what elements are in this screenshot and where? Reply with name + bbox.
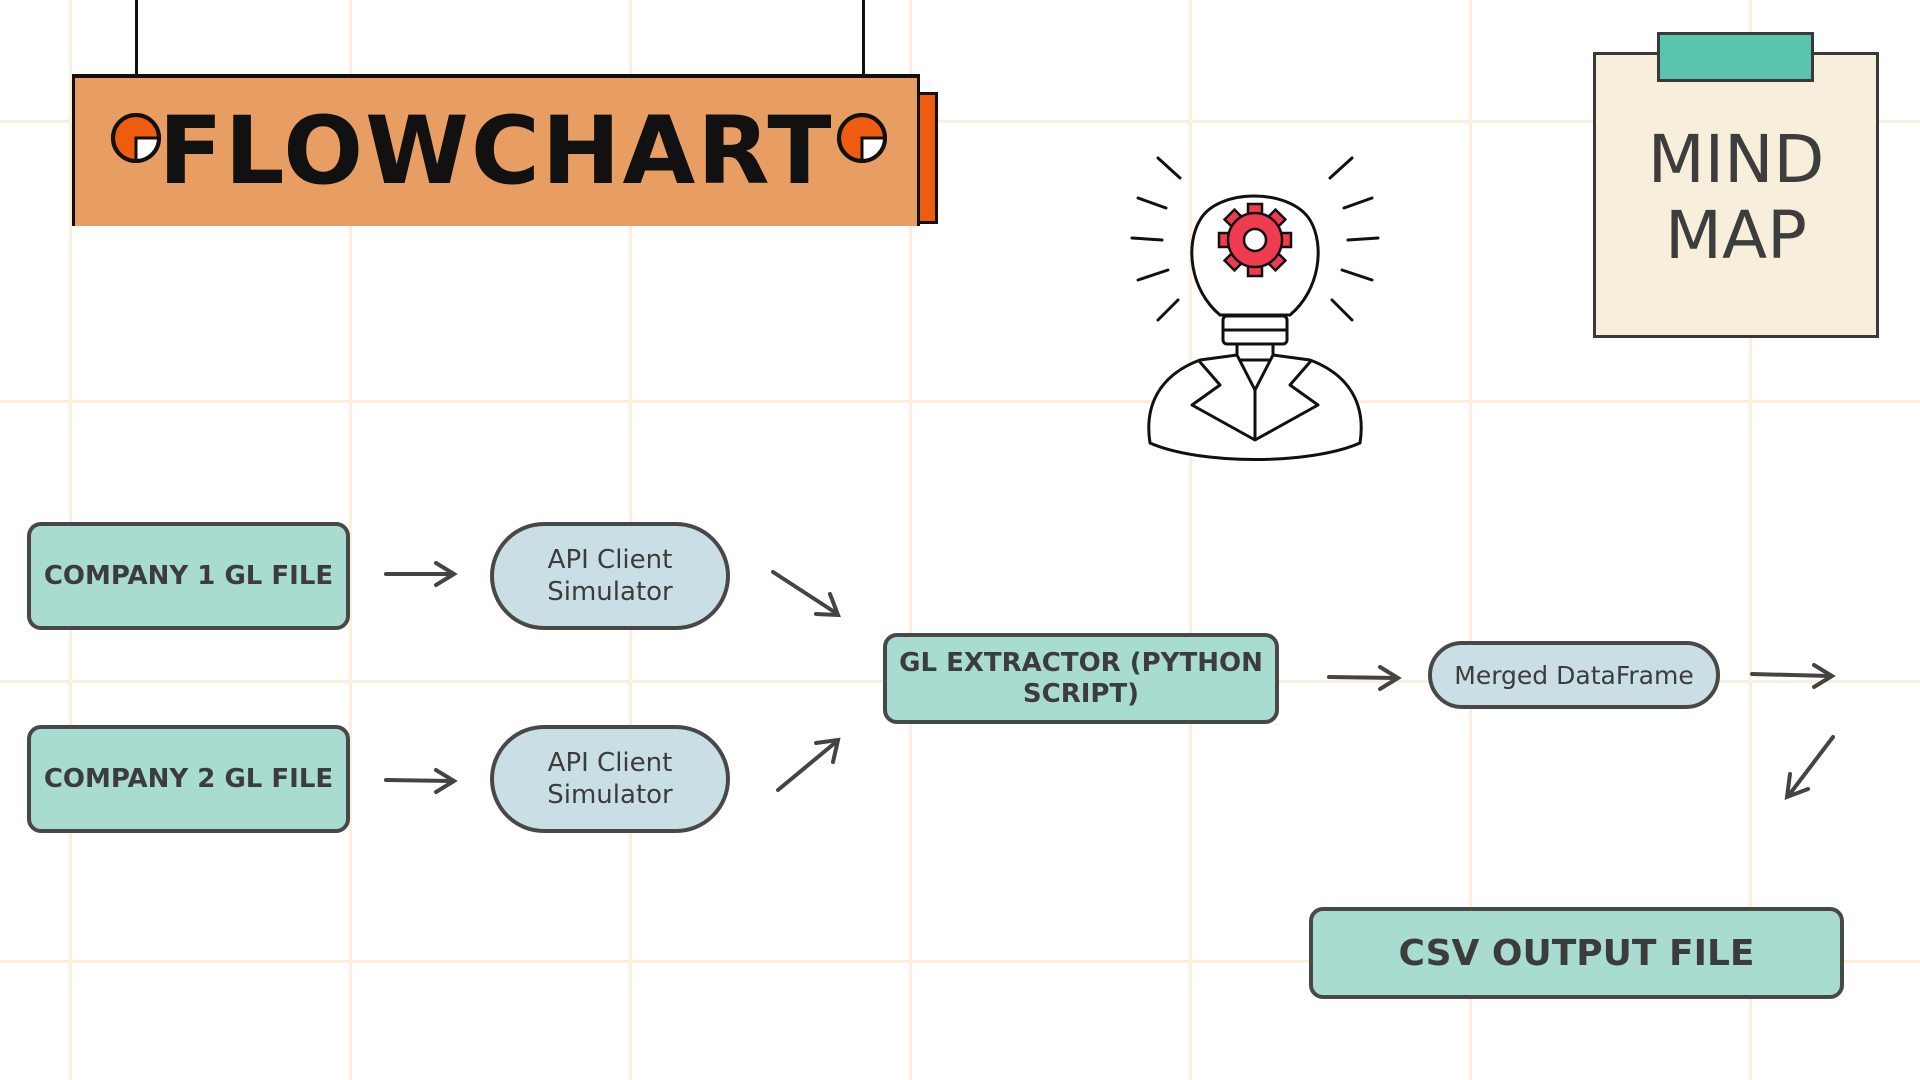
- tape-strip: [1657, 32, 1814, 82]
- node-api-client-simulator-2[interactable]: API Client Simulator: [490, 725, 730, 833]
- node-gl-extractor-label: GL EXTRACTOR (PYTHON SCRIPT): [899, 648, 1263, 710]
- mind-map-label: MIND MAP: [1648, 122, 1825, 274]
- node-api2-label: API Client Simulator: [547, 747, 672, 811]
- mind-map-line2: MAP: [1665, 197, 1807, 274]
- node-company1-gl-file[interactable]: COMPANY 1 GL FILE: [27, 522, 350, 630]
- arrow-down-to-csv: [1784, 735, 1835, 801]
- node-api2-line1: API Client: [547, 748, 673, 778]
- arrow-api1-to-extractor: [771, 570, 841, 618]
- node-company1-label: COMPANY 1 GL FILE: [43, 561, 334, 591]
- node-api1-line2: Simulator: [547, 577, 673, 607]
- ring-icon: [111, 113, 161, 163]
- node-csv-label: CSV OUTPUT FILE: [1398, 932, 1755, 974]
- ring-icon: [837, 113, 887, 163]
- node-company2-gl-file[interactable]: COMPANY 2 GL FILE: [27, 725, 350, 833]
- lightbulb-gear-person-icon: [1130, 156, 1380, 461]
- banner-title: FLOWCHART: [158, 97, 834, 206]
- node-api1-label: API Client Simulator: [547, 544, 672, 608]
- arrow-api2-to-extractor: [776, 737, 841, 792]
- arrow-company1-to-api1: [384, 561, 458, 587]
- node-api2-line2: Simulator: [547, 780, 673, 810]
- node-company2-label: COMPANY 2 GL FILE: [43, 764, 334, 794]
- node-merged-dataframe[interactable]: Merged DataFrame: [1428, 641, 1720, 709]
- node-gl-extractor[interactable]: GL EXTRACTOR (PYTHON SCRIPT): [883, 633, 1279, 724]
- flowchart-banner: FLOWCHART: [0, 0, 960, 240]
- arrow-extractor-to-merged: [1327, 665, 1402, 691]
- node-api1-line1: API Client: [547, 545, 673, 575]
- node-api-client-simulator-1[interactable]: API Client Simulator: [490, 522, 730, 630]
- node-gl-extractor-line2: SCRIPT): [1022, 678, 1140, 709]
- mind-map-line1: MIND: [1647, 121, 1825, 198]
- arrow-merged-right: [1750, 663, 1836, 689]
- node-csv-output-file[interactable]: CSV OUTPUT FILE: [1309, 907, 1844, 999]
- arrow-company2-to-api2: [384, 768, 458, 794]
- node-gl-extractor-line1: GL EXTRACTOR (PYTHON: [899, 647, 1263, 678]
- mind-map-note: MIND MAP: [1593, 52, 1879, 338]
- node-merged-label: Merged DataFrame: [1454, 660, 1694, 690]
- banner-plate: FLOWCHART: [72, 74, 920, 226]
